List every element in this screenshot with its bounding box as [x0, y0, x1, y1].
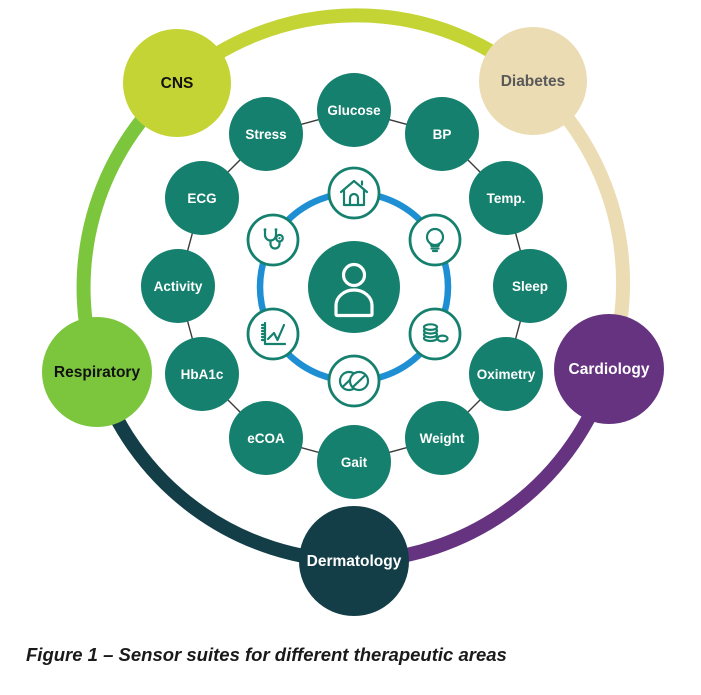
sensor-label: Stress [245, 127, 286, 142]
sensor-bubble [317, 73, 391, 147]
therapy-circle-cns: CNS [123, 29, 231, 137]
sensor-circle-stress: Stress [229, 97, 303, 171]
sensor-bubble [317, 425, 391, 499]
sensor-bubble [493, 249, 567, 323]
arc-cns-diabetes [170, 8, 540, 90]
therapy-label: Respiratory [54, 364, 141, 381]
sensor-label: Activity [154, 279, 203, 294]
therapy-bubble [42, 317, 152, 427]
sensor-bubble [229, 401, 303, 475]
therapy-sensor-diagram: Glucose BP Temp. Sleep Oximetry Weight G… [42, 8, 664, 616]
line-chart-icon [246, 307, 300, 361]
sensor-circle-weight: Weight [405, 401, 479, 475]
sensor-label: Temp. [487, 191, 526, 206]
sensor-circle-hba1c: HbA1c [165, 337, 239, 411]
sensor-circle-sleep: Sleep [493, 249, 567, 323]
figure-caption: Figure 1 – Sensor suites for different t… [26, 644, 507, 665]
sensor-bubble [405, 401, 479, 475]
sensor-bubble [165, 161, 239, 235]
sensor-label: Sleep [512, 279, 548, 294]
sensor-label: Gait [341, 455, 368, 470]
therapy-bubble [479, 27, 587, 135]
sensor-circle-temp: Temp. [469, 161, 543, 235]
home-icon [327, 166, 381, 220]
sensor-label: HbA1c [181, 367, 224, 382]
therapy-label: CNS [161, 75, 194, 92]
sensor-label: eCOA [247, 431, 285, 446]
person-icon [334, 262, 374, 318]
sensor-circle-ecoa: eCOA [229, 401, 303, 475]
stethoscope-icon [246, 213, 300, 267]
sensor-circle-oximetry: Oximetry [469, 337, 543, 411]
therapy-circle-diabetes: Diabetes [479, 27, 587, 135]
sensor-circle-bp: BP [405, 97, 479, 171]
sensor-bubble [405, 97, 479, 171]
pills-icon [327, 354, 381, 408]
therapy-circles: CNS Diabetes Cardiology Dermatology Resp… [42, 27, 664, 616]
sensor-circle-activity: Activity [141, 249, 215, 323]
therapy-circle-dermatology: Dermatology [299, 506, 409, 616]
sensor-circle-gait: Gait [317, 425, 391, 499]
therapy-label: Diabetes [501, 73, 566, 90]
sensor-label: BP [433, 127, 452, 142]
sensor-bubble [469, 161, 543, 235]
device-icon-bubbles [246, 166, 462, 408]
coins-icon [408, 307, 462, 361]
sensor-label: Glucose [327, 103, 381, 118]
sensor-bubble [469, 337, 543, 411]
lightbulb-icon [408, 213, 462, 267]
sensor-circles: Glucose BP Temp. Sleep Oximetry Weight G… [141, 73, 567, 499]
therapy-bubble [554, 314, 664, 424]
therapy-bubble [299, 506, 409, 616]
sensor-circle-glucose: Glucose [317, 73, 391, 147]
sensor-bubble [229, 97, 303, 171]
sensor-bubble [165, 337, 239, 411]
sensor-label: Weight [420, 431, 465, 446]
sensor-bubble [141, 249, 215, 323]
therapy-bubble [123, 29, 231, 137]
sensor-label: ECG [187, 191, 216, 206]
therapy-label: Cardiology [569, 361, 650, 378]
sensor-label: Oximetry [477, 367, 536, 382]
therapy-circle-cardiology: Cardiology [554, 314, 664, 424]
therapy-circle-respiratory: Respiratory [42, 317, 152, 427]
sensor-circle-ecg: ECG [165, 161, 239, 235]
patient-center [308, 241, 400, 333]
therapy-label: Dermatology [307, 553, 402, 570]
